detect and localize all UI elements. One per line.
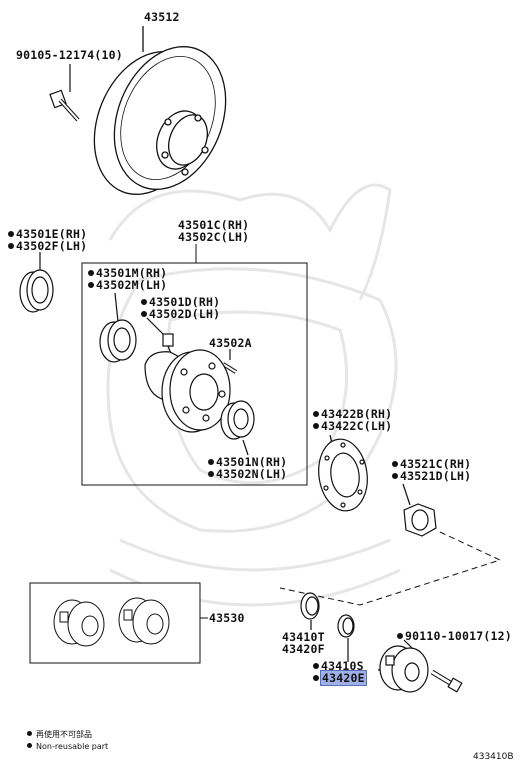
bolt-90110-icon (403, 639, 463, 693)
part-43420F[interactable]: 43420F (282, 642, 325, 656)
part-43502D[interactable]: 43502D(LH) (141, 308, 220, 321)
part-43502M[interactable]: 43502M(LH) (88, 279, 167, 292)
part-90105[interactable]: 90105-12174(10) (16, 48, 123, 62)
part-90110[interactable]: 90110-10017(12) (397, 630, 512, 643)
hub-assembly-box (81, 244, 308, 486)
part-43512[interactable]: 43512 (144, 10, 180, 24)
part-43501M[interactable]: 43501M(RH) (88, 267, 167, 280)
non-reusable-dot-icon (313, 675, 319, 681)
part-43530[interactable]: 43530 (209, 611, 245, 625)
highlighted-part-number: 43420E (320, 670, 367, 686)
part-43521C[interactable]: 43521C(RH) (392, 458, 471, 471)
non-reusable-dot-icon (313, 663, 319, 669)
part-43502A[interactable]: 43502A (209, 336, 252, 350)
non-reusable-dot-icon (27, 731, 32, 736)
part-43501N[interactable]: 43501N(RH) (208, 456, 287, 469)
hub-cap-right-icon (118, 597, 170, 645)
non-reusable-dot-icon (313, 411, 319, 417)
bearing-43501N-icon (220, 400, 255, 456)
part-43502C[interactable]: 43502C(LH) (178, 230, 250, 244)
part-43420E[interactable]: 43420E (313, 670, 367, 686)
part-43521D[interactable]: 43521D(LH) (392, 470, 471, 483)
part-43501E[interactable]: 43501E(RH) (8, 228, 87, 241)
non-reusable-dot-icon (392, 473, 398, 479)
non-reusable-dot-icon (208, 471, 214, 477)
non-reusable-dot-icon (141, 311, 147, 317)
part-43422B[interactable]: 43422B(RH) (313, 408, 392, 421)
diagram-code: 433410B (473, 752, 514, 762)
stud-43502A-icon (221, 349, 238, 374)
non-reusable-dot-icon (8, 231, 14, 237)
bearing-43501M-icon (99, 292, 137, 363)
part-43502F[interactable]: 43502F(LH) (8, 240, 87, 253)
non-reusable-dot-icon (141, 299, 147, 305)
non-reusable-dot-icon (313, 423, 319, 429)
part-43501C[interactable]: 43501C(RH) (178, 218, 250, 232)
hub-cap-left-icon (53, 599, 105, 647)
oil-seal-43501E-icon (19, 252, 54, 313)
snap-ring-43410T-icon (300, 592, 320, 630)
bolt-90105-icon (49, 64, 80, 122)
legend-japanese: 再使用不可部品 (27, 729, 92, 740)
non-reusable-dot-icon (397, 633, 403, 639)
axle-hub-icon (144, 349, 231, 433)
part-43502N[interactable]: 43502N(LH) (208, 468, 287, 481)
ring-43410S-icon (337, 614, 355, 662)
part-43410S[interactable]: 43410S (313, 660, 364, 673)
flange-43420E-icon (377, 645, 429, 693)
non-reusable-dot-icon (88, 282, 94, 288)
part-43410T[interactable]: 43410T (282, 630, 325, 644)
non-reusable-dot-icon (27, 743, 32, 748)
non-reusable-dot-icon (392, 461, 398, 467)
legend-english: Non-reusable part (27, 741, 108, 752)
part-43422C[interactable]: 43422C(LH) (313, 420, 392, 433)
brake-disc-43512-icon (93, 26, 227, 195)
non-reusable-dot-icon (208, 459, 214, 465)
hub-cap-box (29, 582, 208, 664)
dashed-leader-lines (279, 531, 502, 606)
gasket-43422B-icon (318, 434, 368, 512)
watermark-emblem (106, 183, 401, 607)
non-reusable-dot-icon (88, 270, 94, 276)
non-reusable-dot-icon (8, 243, 14, 249)
nut-43521C-icon (402, 483, 437, 537)
part-43501D[interactable]: 43501D(RH) (141, 296, 220, 309)
